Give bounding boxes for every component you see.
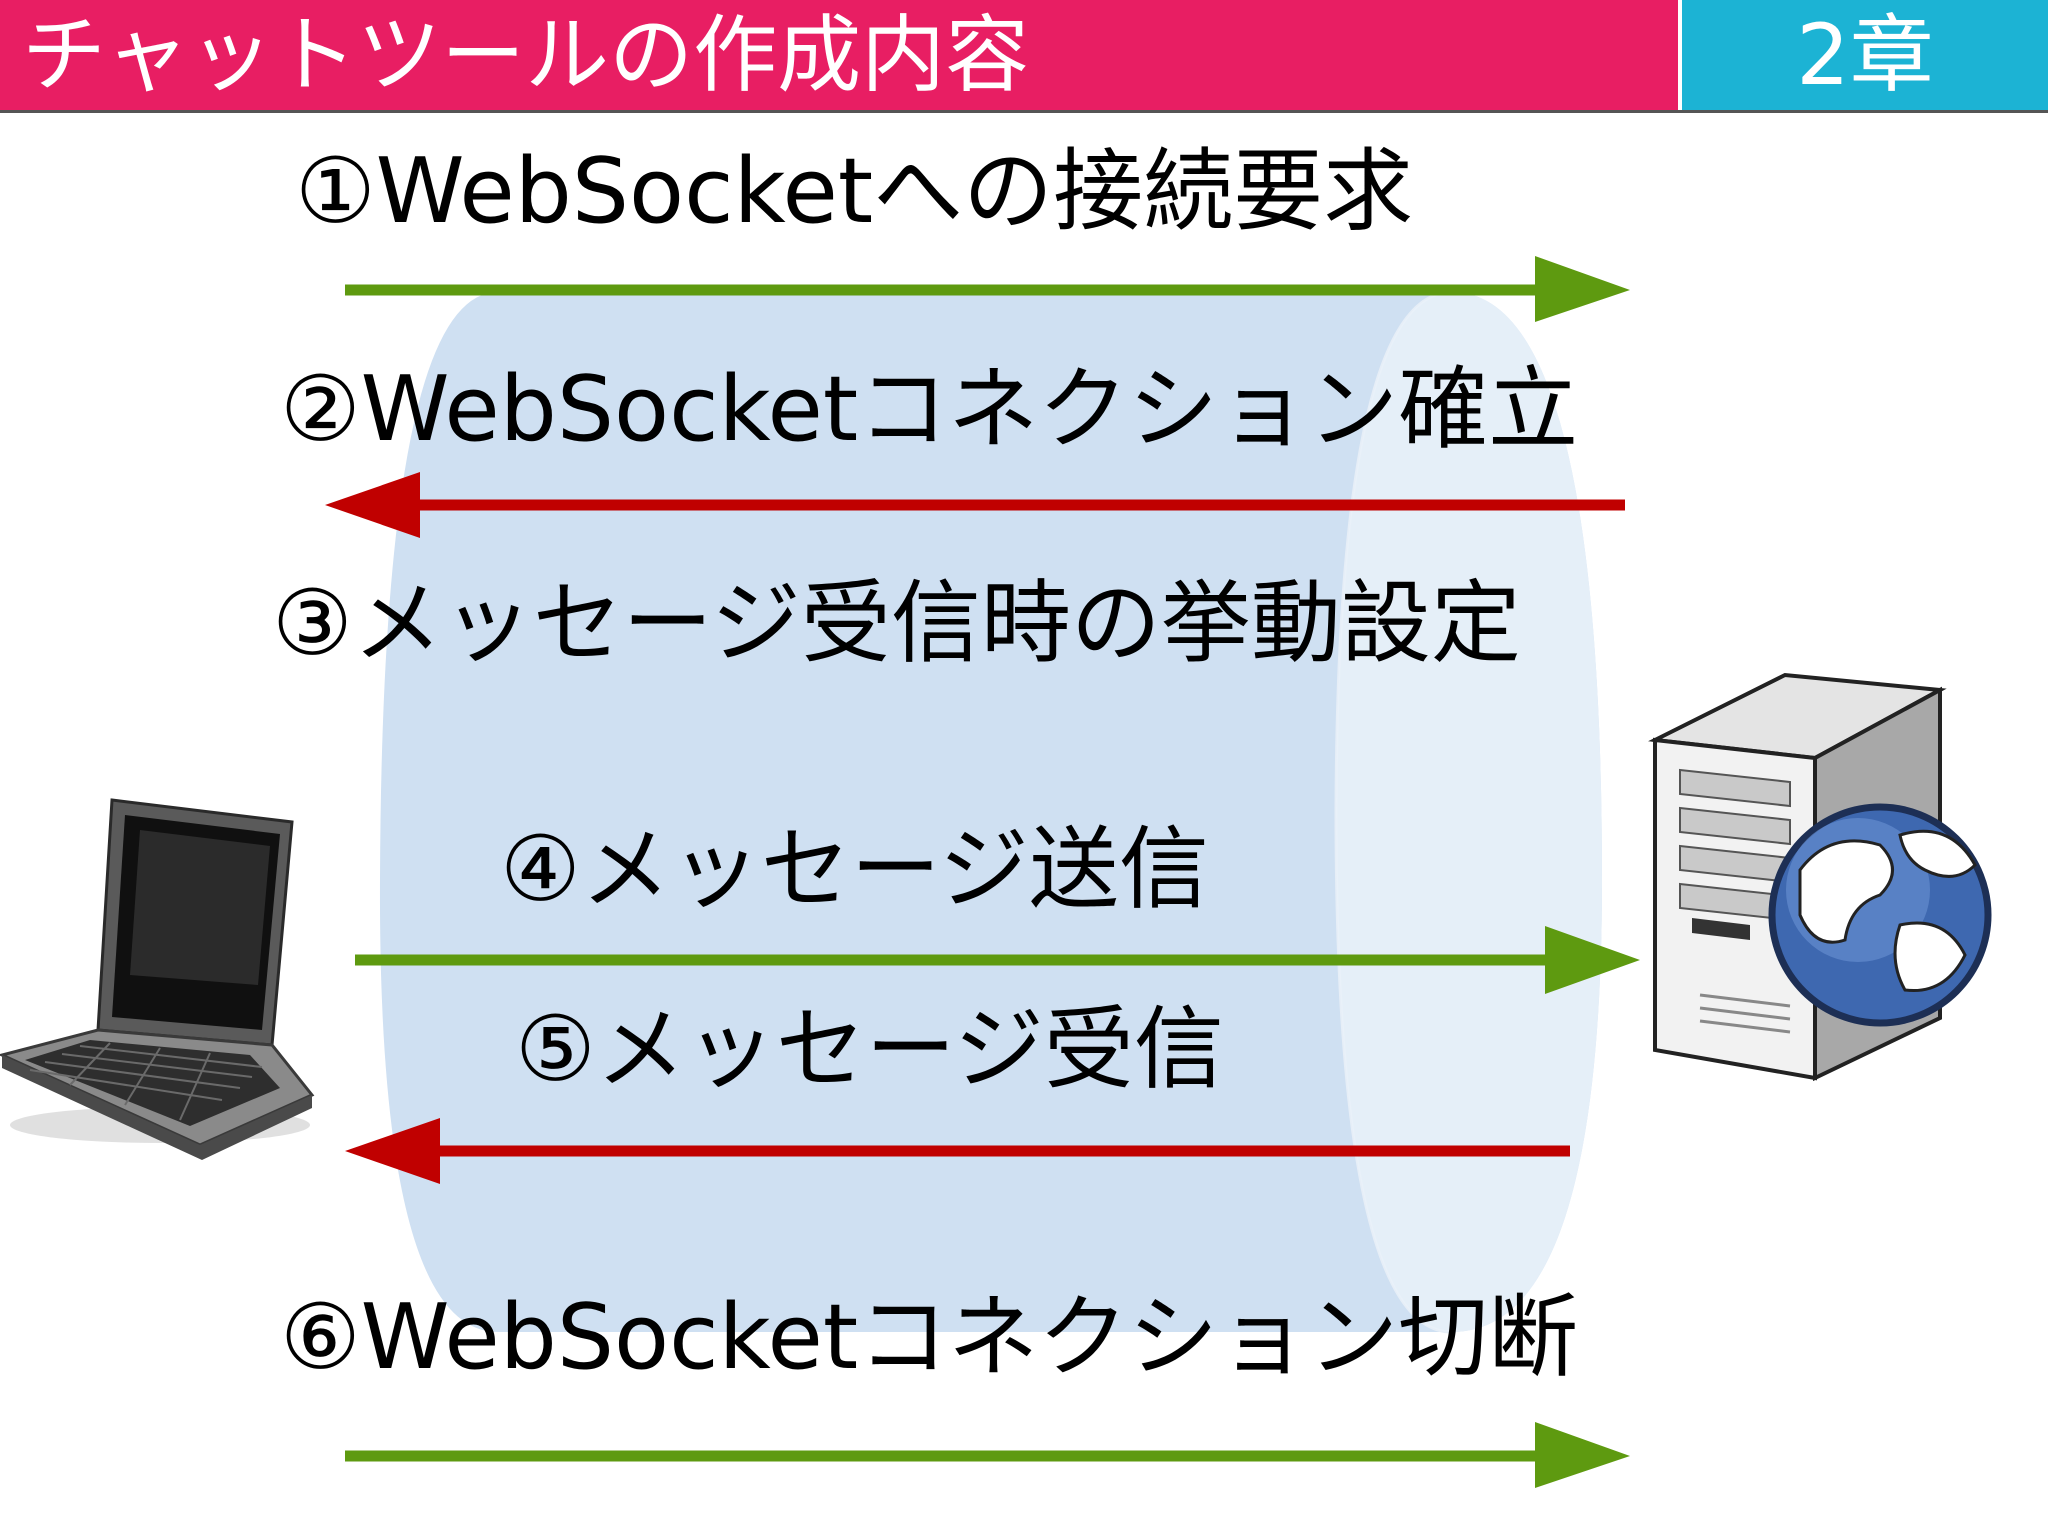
arrow-step5 (345, 1118, 1570, 1184)
slide-header: チャットツールの作成内容 2章 (0, 0, 2048, 113)
arrow-step4 (355, 926, 1640, 994)
websocket-tunnel (379, 290, 1602, 1334)
arrow-step6 (345, 1422, 1630, 1488)
web-server-globe-icon (1648, 672, 1992, 1082)
header-divider (0, 110, 2048, 113)
chapter-badge: 2章 (1682, 0, 2048, 110)
slide-title: チャットツールの作成内容 (0, 0, 1678, 110)
step-3-label: ③メッセージ受信時の挙動設定 (272, 571, 1521, 676)
arrow-step2 (325, 472, 1625, 538)
step-6-label: ⑥WebSocketコネクション切断 (280, 1285, 1579, 1390)
step-4-label: ④メッセージ送信 (500, 817, 1209, 922)
laptop-icon (0, 798, 315, 1160)
arrow-step1 (345, 256, 1630, 322)
step-2-label: ②WebSocketコネクション確立 (280, 357, 1579, 462)
step-5-label: ⑤メッセージ受信 (515, 997, 1224, 1102)
step-1-label: ①WebSocketへの接続要求 (295, 139, 1414, 244)
